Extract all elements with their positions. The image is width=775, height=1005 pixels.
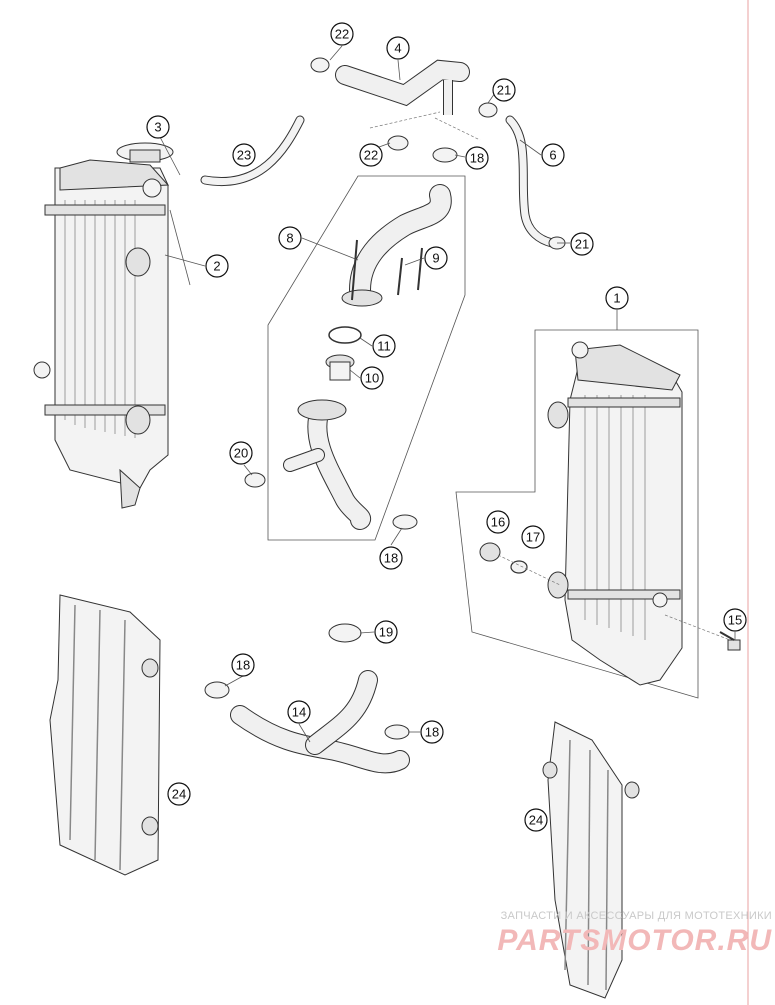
svg-text:1: 1 [613,291,620,306]
callout-1: 1 [605,286,629,310]
svg-text:4: 4 [394,41,401,56]
callout-11: 11 [372,334,396,358]
svg-text:22: 22 [335,27,349,42]
callout-23: 23 [232,143,256,167]
callout-9: 9 [424,246,448,270]
callout-14: 14 [287,700,311,724]
watermark-logo: PARTSMOTOR.RU [497,924,772,957]
watermark-caption: ЗАПЧАСТИ И АКСЕССУАРЫ ДЛЯ МОТОТЕХНИКИ [500,910,772,922]
svg-text:14: 14 [292,705,306,720]
hose-clamp-18-left [204,681,230,699]
leader-lines [159,45,736,743]
svg-text:16: 16 [491,515,505,530]
svg-text:6: 6 [549,148,556,163]
right-radiator [547,341,683,686]
callout-18-mid: 18 [379,546,403,570]
hose-clamp-19 [328,623,362,643]
lower-hose [230,670,410,774]
callout-21-top: 21 [492,78,516,102]
callout-8: 8 [278,226,302,250]
callout-17: 17 [521,525,545,549]
callout-10: 10 [360,366,384,390]
callout-18-right: 18 [420,720,444,744]
svg-text:19: 19 [379,625,393,640]
svg-text:20: 20 [234,446,248,461]
callout-15: 15 [723,608,747,632]
thermostat-group-outline [267,175,466,541]
hose-clamp-22-lower [387,135,409,151]
svg-text:11: 11 [377,339,391,354]
callout-21-lower: 21 [570,232,594,256]
left-radiator [33,159,170,509]
svg-text:18: 18 [470,151,484,166]
left-radiator-shroud [49,594,161,876]
svg-text:17: 17 [526,530,540,545]
callout-22-top: 22 [330,22,354,46]
callout-6: 6 [541,143,565,167]
svg-text:9: 9 [432,251,439,266]
svg-text:2: 2 [213,259,220,274]
hose-clamp-21-top [478,102,498,118]
svg-text:3: 3 [154,120,161,135]
hose-clamp-18-mid [392,514,418,530]
callout-3: 3 [146,115,170,139]
svg-text:18: 18 [236,658,250,673]
callout-22-lower: 22 [359,143,383,167]
thermostat-housing-upper [341,184,452,307]
svg-text:10: 10 [365,371,379,386]
callout-16: 16 [486,510,510,534]
thermostat [325,354,355,381]
upper-hose-assembly [310,57,470,115]
callout-19: 19 [374,620,398,644]
svg-text:21: 21 [575,237,589,252]
callout-4: 4 [386,36,410,60]
right-radiator-shroud [542,721,640,999]
svg-text:24: 24 [172,787,186,802]
right-radiator-group-outline [455,329,699,699]
thermostat-housing-lower [283,399,372,530]
callout-18-left: 18 [231,653,255,677]
radiator-cap [116,142,174,163]
site-watermark: ЗАПЧАСТИ И АКСЕССУАРЫ ДЛЯ МОТОТЕХНИКИ PA… [462,910,772,958]
rubber-grommet [479,542,501,562]
svg-text:23: 23 [237,148,251,163]
svg-text:22: 22 [364,148,378,163]
callout-2: 2 [205,254,229,278]
o-ring [328,326,362,344]
svg-text:18: 18 [384,551,398,566]
hose-clamp-20 [244,472,266,488]
svg-text:8: 8 [286,231,293,246]
svg-text:24: 24 [529,813,543,828]
svg-text:21: 21 [497,83,511,98]
callout-24-right: 24 [524,808,548,832]
hose-clamp-18-top [432,147,458,163]
callout-24-left: 24 [167,782,191,806]
hose-clamp-18-right [384,724,410,740]
washer [510,560,528,574]
callout-20: 20 [229,441,253,465]
callout-18-top: 18 [465,146,489,170]
mounting-bolt [719,631,741,651]
svg-text:18: 18 [425,725,439,740]
svg-text:15: 15 [728,613,742,628]
